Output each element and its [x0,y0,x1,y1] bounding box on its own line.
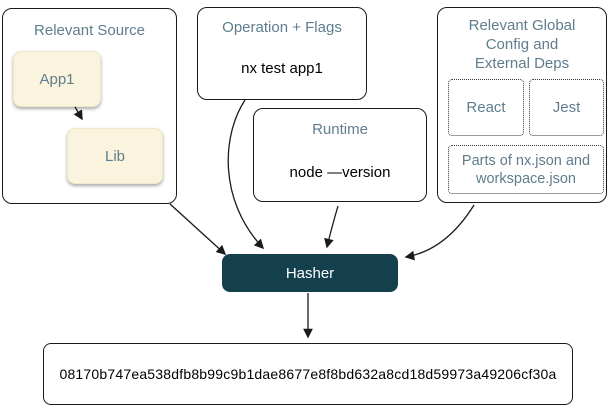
hasher-node: Hasher [222,254,398,292]
relevant-source-group: Relevant Source App1 Lib [2,8,177,204]
operation-flags-group: Operation + Flags nx test app1 [197,7,367,100]
lib-node: Lib [67,128,163,184]
arrow-runtime-to-hasher-icon [324,205,339,249]
relevant-source-title: Relevant Source [34,22,145,39]
operation-flags-command: nx test app1 [241,60,323,77]
hash-output-box: 08170b747ea538dfb8b99c9b1dae8677e8f8bd63… [43,343,573,405]
runtime-command: node —version [289,164,391,181]
hash-output-value: 08170b747ea538dfb8b99c9b1dae8677e8f8bd63… [59,366,557,382]
app1-node: App1 [13,51,101,107]
runtime-group: Runtime node —version [253,108,427,202]
react-dep-node: React [448,79,524,136]
hasher-label: Hasher [285,264,335,282]
operation-flags-title: Operation + Flags [222,19,342,36]
arrow-config-to-hasher-icon [404,204,475,261]
arrow-source-to-hasher-icon [169,203,227,255]
global-config-group: Relevant Global Config and External Deps… [437,7,607,203]
config-files-node: Parts of nx.json and workspace.json [448,145,604,194]
jest-dep-node: Jest [529,79,604,136]
global-config-title: Relevant Global Config and External Deps [468,17,576,72]
runtime-title: Runtime [312,121,368,138]
